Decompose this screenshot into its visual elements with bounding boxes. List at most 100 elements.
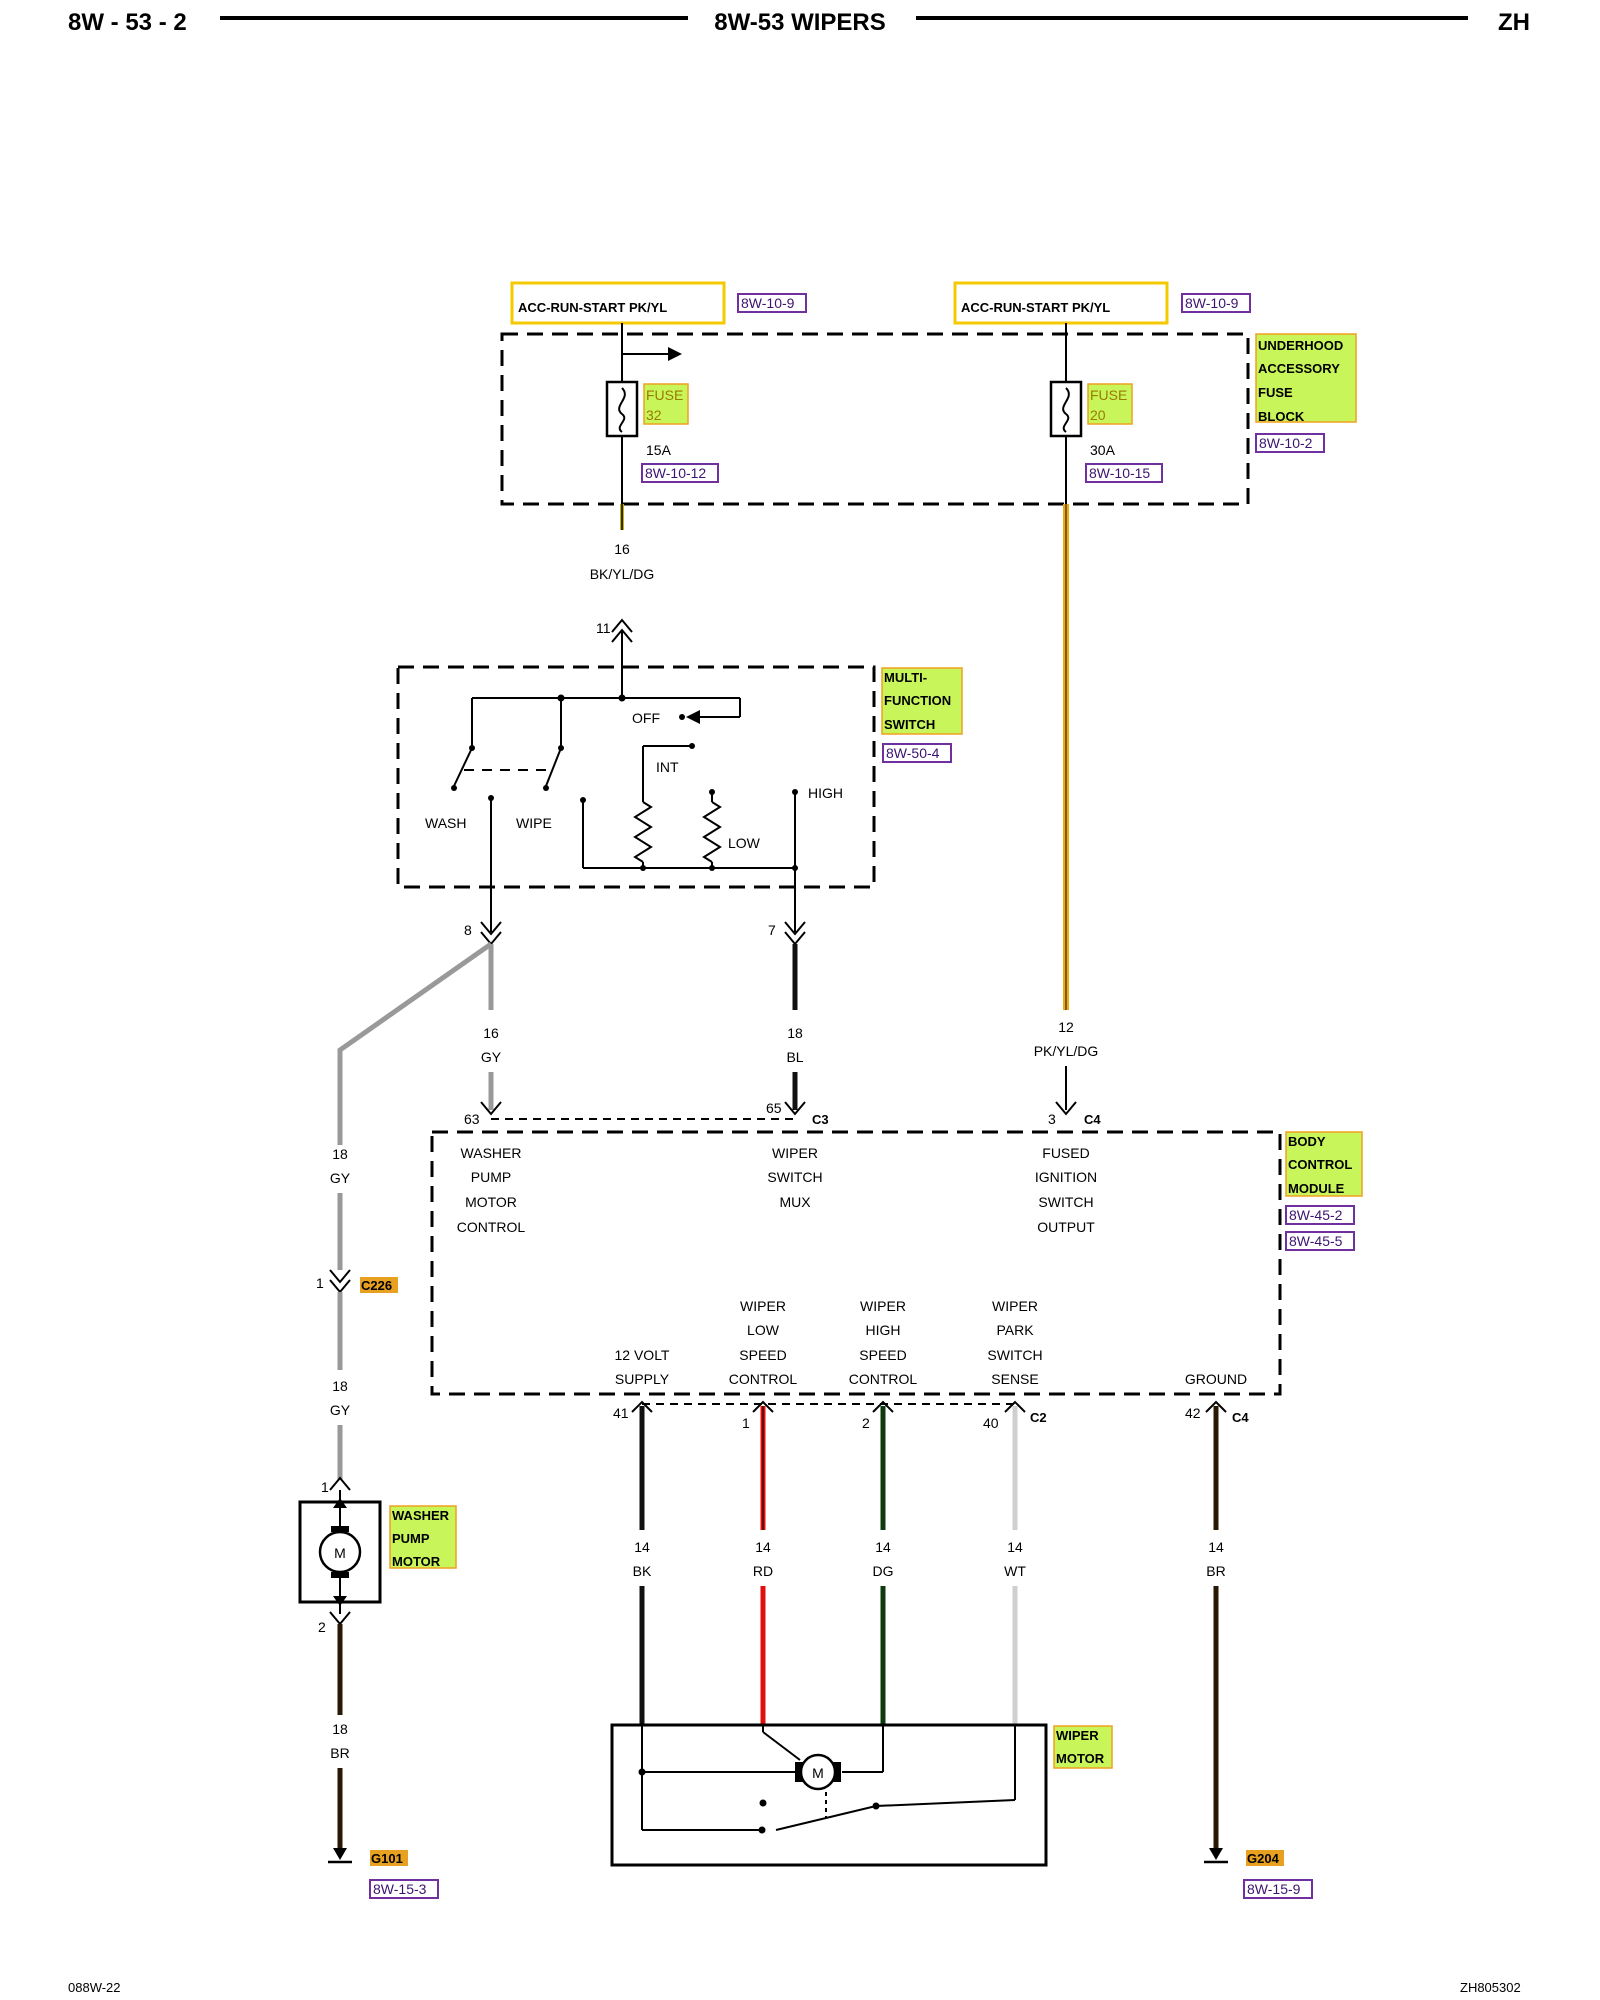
fuse-block-name-2: ACCESSORY [1258,361,1340,376]
wire-fuse20-bcm: 12 PK/YL/DG [1034,504,1098,1116]
fuse-20-ref[interactable]: 8W-10-15 [1089,465,1150,481]
msw-low-label: LOW [728,835,761,851]
bcm-func-low-4: CONTROL [729,1371,798,1387]
msw-name-3: SWITCH [884,717,935,732]
bcm-pin-2: 2 [862,1415,870,1431]
msw-high-label: HIGH [808,785,843,801]
wire-wipe-color: BL [786,1049,803,1065]
body-control-module: 63 65 C3 3 C4 WASHER PUMP MOTOR CONTROL … [430,1100,1363,1431]
g204-name: G204 [1247,1851,1280,1866]
wiper-motor-name-2: MOTOR [1056,1751,1105,1766]
bcm-name-1: BODY [1288,1134,1326,1149]
bcm-func-mux-2: SWITCH [767,1169,822,1185]
fuse-32-number: 32 [646,407,662,423]
wire-wash-pump-gauge: 18 [332,1146,348,1162]
msw-pin-8: 8 [464,922,472,938]
wire-low-gauge: 14 [755,1539,771,1555]
bcm-ref-2[interactable]: 8W-45-5 [1289,1233,1343,1249]
bcm-func-washer-1: WASHER [461,1145,522,1161]
bcm-func-fused-2: IGNITION [1035,1169,1097,1185]
bcm-func-park-3: SWITCH [987,1347,1042,1363]
bcm-ref-1[interactable]: 8W-45-2 [1289,1207,1343,1223]
source-right: ACC-RUN-START PK/YL 8W-10-9 [953,281,1251,325]
bcm-pin-42: 42 [1185,1405,1201,1421]
source-right-ref[interactable]: 8W-10-9 [1185,295,1239,311]
wire-c226-gauge: 18 [332,1378,348,1394]
wiper-motor: M WIPER MOTOR [610,1723,1113,1867]
msw-wash-label: WASH [425,815,466,831]
pump-pin-1: 1 [321,1479,329,1495]
msw-ref[interactable]: 8W-50-4 [886,745,940,761]
wire-park-color: WT [1004,1563,1026,1579]
bcm-func-low-2: LOW [747,1322,780,1338]
connector-msw-out: 8 7 [464,921,806,946]
wire-fuse20-gauge: 12 [1058,1019,1074,1035]
c226-pin: 1 [316,1275,324,1291]
fuse-32-rating: 15A [646,442,672,458]
msw-wipe-label: WIPE [516,815,552,831]
wire-high-color: DG [873,1563,894,1579]
wire-fuse32-color: BK/YL/DG [590,566,655,582]
bcm-func-mux-1: WIPER [772,1145,818,1161]
bcm-conn-c3: C3 [812,1112,829,1127]
g101-ref[interactable]: 8W-15-3 [373,1881,427,1897]
bcm-pin-40: 40 [983,1415,999,1431]
wire-c226-pump: 18 GY [330,1292,351,1480]
bcm-name-3: MODULE [1288,1181,1345,1196]
wire-park-gauge: 14 [1007,1539,1023,1555]
wire-wash-pump-color: GY [330,1170,351,1186]
wire-wash-bcm-color: GY [481,1049,502,1065]
source-left-label: ACC-RUN-START PK/YL [518,300,667,315]
bcm-conn-c4-top: C4 [1084,1112,1101,1127]
bcm-func-fused-4: OUTPUT [1037,1219,1095,1235]
model-code: ZH [1498,9,1530,36]
wire-pump-ground-gauge: 18 [332,1721,348,1737]
bcm-pin-41: 41 [613,1405,629,1421]
g101-name: G101 [371,1851,403,1866]
g204-ref[interactable]: 8W-15-9 [1247,1881,1301,1897]
fuse-32-ref[interactable]: 8W-10-12 [645,465,706,481]
bcm-func-washer-4: CONTROL [457,1219,526,1235]
wire-wash-bcm-gauge: 16 [483,1025,499,1041]
wire-supply-color: BK [633,1563,652,1579]
bcm-func-fused-1: FUSED [1042,1145,1089,1161]
footer-left-code: 088W-22 [68,1980,121,1995]
wiper-motor-letter: M [812,1765,824,1781]
fuse-20-number: 20 [1090,407,1106,423]
bcm-pin-3: 3 [1048,1111,1056,1127]
source-left-ref[interactable]: 8W-10-9 [741,295,795,311]
bcm-func-high-4: CONTROL [849,1371,918,1387]
wire-c226-color: GY [330,1402,351,1418]
underhood-fuse-block: FUSE 32 15A 8W-10-12 FUSE 20 30A 8W-10-1… [500,323,1357,506]
bcm-name-2: CONTROL [1288,1157,1352,1172]
wire-ground-color: BR [1206,1563,1225,1579]
washer-motor-letter: M [334,1545,346,1561]
bcm-pin-1: 1 [742,1415,750,1431]
msw-int-label: INT [656,759,679,775]
fuse-block-name-4: BLOCK [1258,409,1305,424]
fuse-block-name-1: UNDERHOOD [1258,338,1343,353]
pump-name-3: MOTOR [392,1554,441,1569]
msw-name-1: MULTI- [884,670,927,685]
msw-in-pin: 11 [596,620,611,636]
pump-name-2: PUMP [392,1531,430,1546]
bcm-conn-c2: C2 [1030,1410,1047,1425]
wire-fuse32-out: 16 BK/YL/DG 11 [590,504,655,698]
washer-pump-motor: 1 M 2 WASHER PUMP MOTOR [298,1476,457,1635]
fuse-20-rating: 30A [1090,442,1116,458]
bcm-func-low-1: WIPER [740,1298,786,1314]
bcm-func-park-1: WIPER [992,1298,1038,1314]
wire-pump-ground-color: BR [330,1745,349,1761]
pump-name-1: WASHER [392,1508,450,1523]
fuse-block-ref[interactable]: 8W-10-2 [1259,435,1313,451]
wire-high-gauge: 14 [875,1539,891,1555]
msw-off-label: OFF [632,710,660,726]
bcm-func-park-4: SENSE [991,1371,1038,1387]
bcm-func-high-1: WIPER [860,1298,906,1314]
pump-pin-2: 2 [318,1619,326,1635]
bcm-func-high-3: SPEED [859,1347,906,1363]
bcm-func-fused-3: SWITCH [1038,1194,1093,1210]
bcm-func-park-2: PARK [996,1322,1034,1338]
wire-ground-gauge: 14 [1208,1539,1224,1555]
